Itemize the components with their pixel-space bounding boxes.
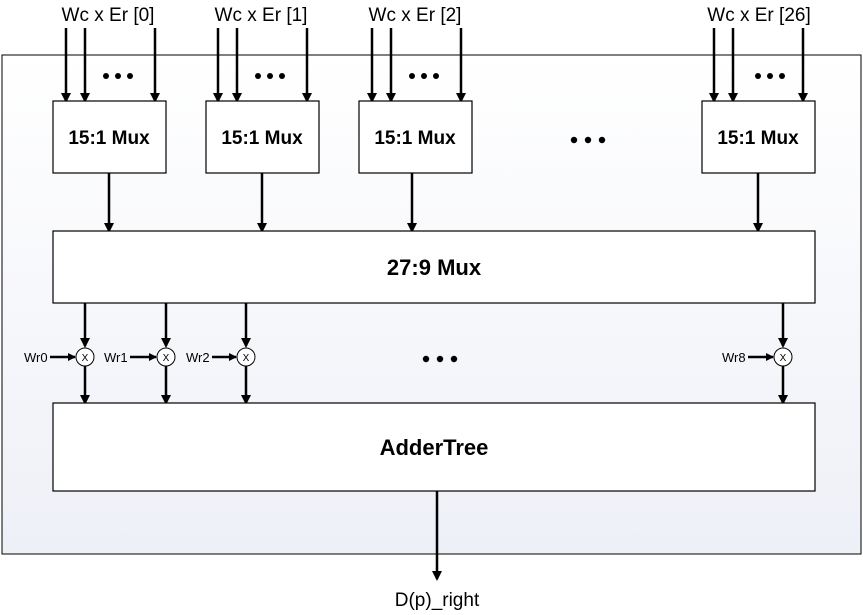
input-label-0: Wc x Er [0] xyxy=(62,5,155,26)
adder-tree-label: AdderTree xyxy=(380,435,489,460)
input-arrows-1 xyxy=(213,28,312,103)
multiplier-0: X xyxy=(75,347,95,367)
mux-15to1-2-label: 15:1 Mux xyxy=(374,128,456,149)
mux-27to9-label: 27:9 Mux xyxy=(387,255,482,280)
ellipsis-inputs-26 xyxy=(755,73,785,79)
input-arrows-2 xyxy=(367,28,466,103)
mux-15to1-0-label: 15:1 Mux xyxy=(68,128,150,149)
multiplier-8-symbol: X xyxy=(780,353,787,364)
multiplier-2-symbol: X xyxy=(243,353,250,364)
mux-15to1-26-label: 15:1 Mux xyxy=(717,128,799,149)
mux-15to1-2 xyxy=(358,100,473,174)
weight-label-wr2: Wr2 xyxy=(186,350,210,365)
mux-output-arrows xyxy=(104,173,763,233)
input-label-1: Wc x Er [1] xyxy=(215,5,308,26)
multiplier-0-symbol: X xyxy=(82,353,89,364)
weight-label-wr1: Wr1 xyxy=(104,350,128,365)
output-label: D(p)_right xyxy=(395,590,480,611)
multiplier-1-symbol: X xyxy=(163,353,170,364)
weight-label-wr8: Wr8 xyxy=(722,350,746,365)
mux-15to1-0 xyxy=(52,100,167,174)
input-arrows-26 xyxy=(709,28,808,103)
mux-15to1-1-label: 15:1 Mux xyxy=(221,128,303,149)
multiplier-2: X xyxy=(236,347,256,367)
input-arrows-0 xyxy=(61,28,160,103)
ellipsis-muxes xyxy=(570,136,606,144)
multiplier-to-adder-arrows xyxy=(80,366,788,405)
multiplier-8: X xyxy=(773,347,793,367)
input-label-2: Wc x Er [2] xyxy=(369,5,462,26)
ellipsis-inputs-2 xyxy=(409,73,439,79)
ellipsis-inputs-0 xyxy=(103,73,133,79)
adder-tree xyxy=(52,402,816,492)
ellipsis-multipliers xyxy=(422,355,458,363)
weight-label-wr0: Wr0 xyxy=(24,350,48,365)
ellipsis-inputs-1 xyxy=(255,73,285,79)
mux27-to-multiplier-arrows xyxy=(80,303,788,348)
multiplier-1: X xyxy=(156,347,176,367)
mux-27to9 xyxy=(52,230,816,304)
input-label-26: Wc x Er [26] xyxy=(707,5,810,26)
mux-15to1-1 xyxy=(205,100,320,174)
